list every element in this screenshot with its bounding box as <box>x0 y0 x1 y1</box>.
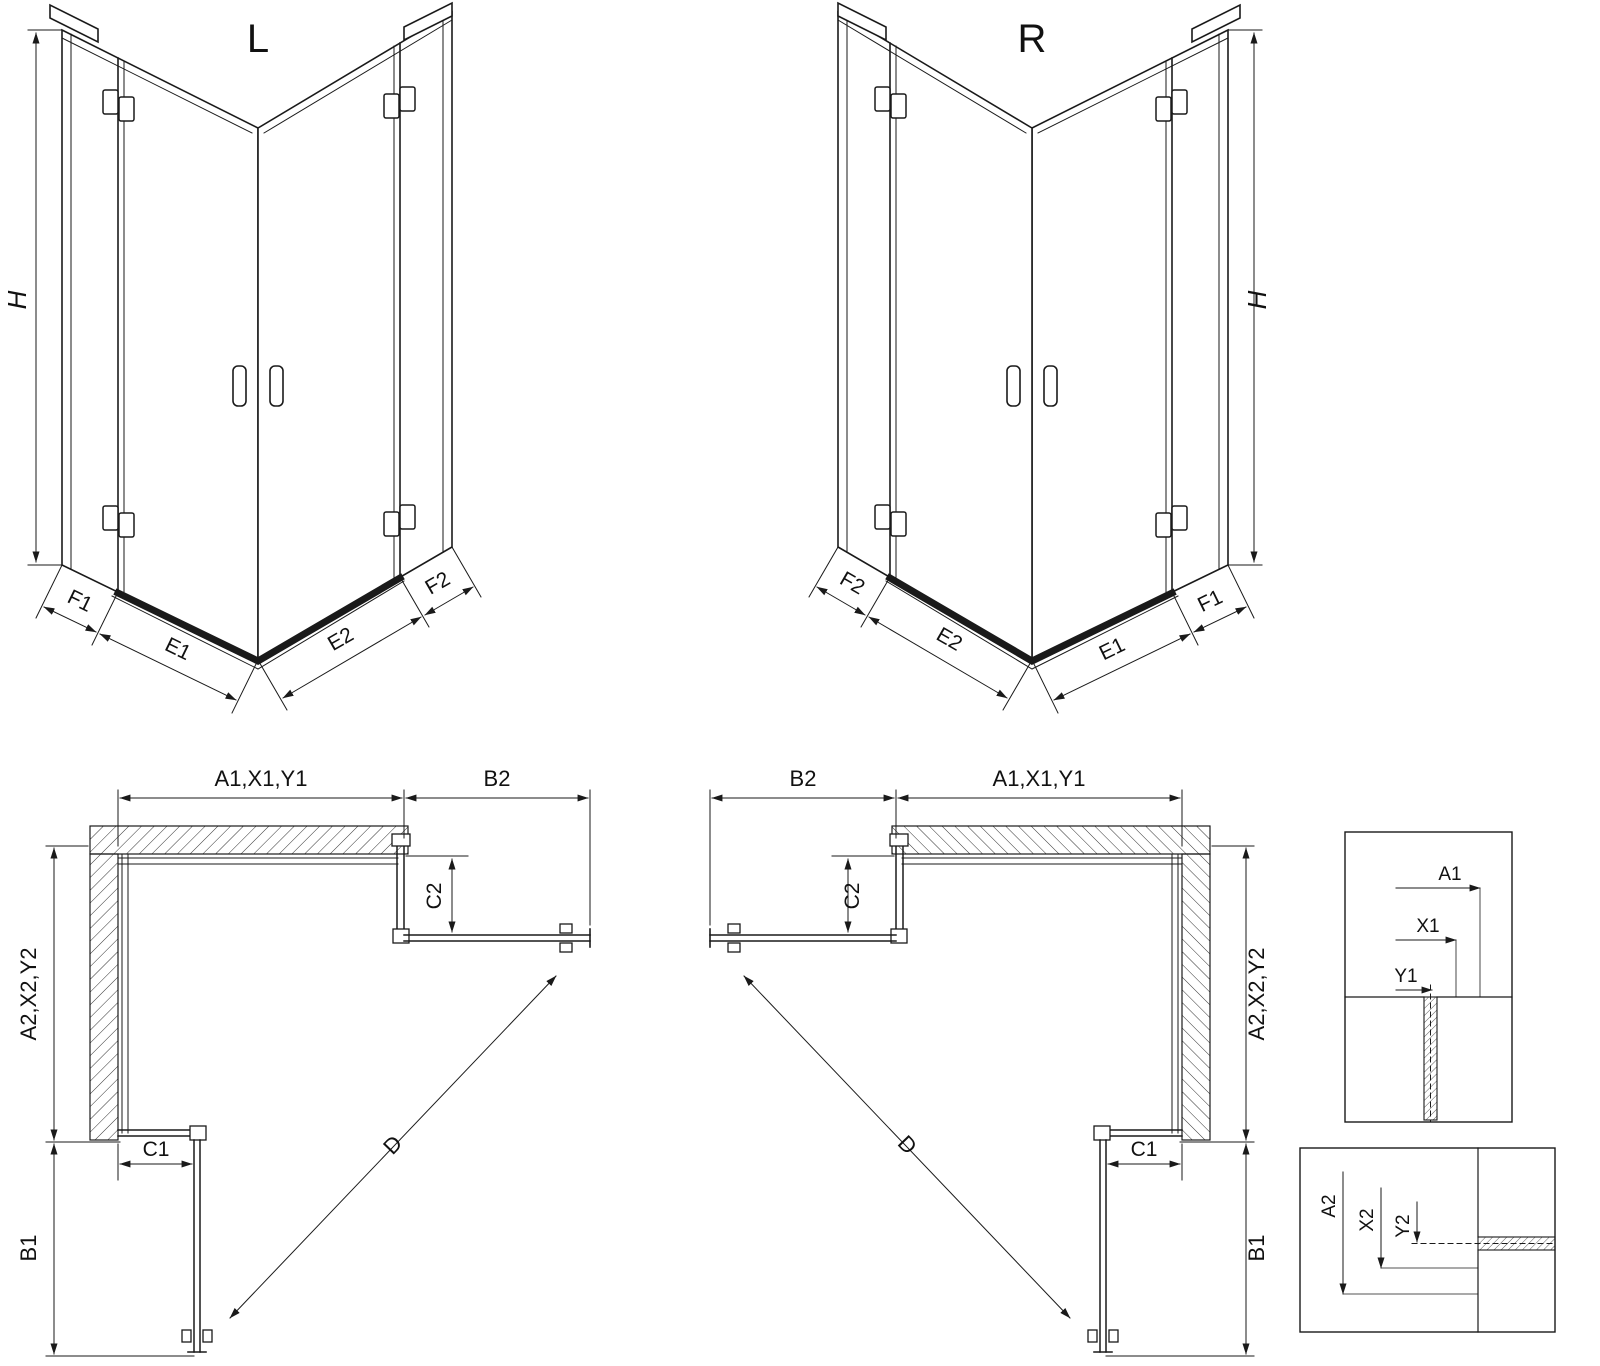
top-bracket-icons <box>49 1 453 44</box>
plan-left-dim-c2: C2 <box>423 883 446 910</box>
wall-hatching <box>89 825 409 1141</box>
iso-left-dim-f2: F2 <box>421 567 454 599</box>
iso-view-shape <box>27 1 482 714</box>
plan-right-dim-a2x2y2: A2,X2,Y2 <box>1244 948 1269 1041</box>
plan-left-dim-a1x1y1: A1,X1,Y1 <box>215 766 308 791</box>
detail-bottom-dim-y2: Y2 <box>1393 1214 1414 1237</box>
detail-top-dim-x1: X1 <box>1416 916 1439 937</box>
detail-top-dim-a1: A1 <box>1438 864 1461 885</box>
plan-left-dim-d: D <box>378 1130 407 1159</box>
plan-right-door <box>391 833 591 953</box>
iso-right-label: R <box>1018 17 1047 61</box>
plan-left-dim-b1: B1 <box>16 1235 41 1262</box>
detail-bottom-dim-a2: A2 <box>1319 1194 1340 1217</box>
detail-bottom-dim-x2: X2 <box>1357 1208 1378 1231</box>
door-handle-icons <box>232 365 284 407</box>
iso-right-dim-h: H <box>1242 290 1272 309</box>
detail-top-dim-y1: Y1 <box>1394 966 1417 987</box>
plan-right-dim-b1: B1 <box>1244 1235 1269 1262</box>
plan-left-dim-b2: B2 <box>484 766 511 791</box>
plan-left-dim-c1: C1 <box>143 1138 170 1161</box>
plan-right-dim-d: D <box>893 1130 922 1159</box>
plan-right-dim-a1x1y1: A1,X1,Y1 <box>993 766 1086 791</box>
iso-right-dim-e1: E1 <box>1096 633 1129 665</box>
plan-dimension-lines <box>45 789 591 1357</box>
iso-right-panel <box>257 10 453 662</box>
iso-left-dim-e2: E2 <box>324 623 358 656</box>
iso-right-dim-f1: F1 <box>1194 585 1226 616</box>
iso-view-shape-mirrored <box>809 3 1262 713</box>
iso-left-dim-f1: F1 <box>64 585 96 616</box>
iso-left-panel <box>61 28 259 662</box>
plan-left-dim-a2x2y2: A2,X2,Y2 <box>16 948 41 1041</box>
plan-view-shape <box>45 789 591 1357</box>
plan-right-dim-c1: C1 <box>1131 1138 1158 1161</box>
detail-view-top: A1 X1 Y1 <box>1344 831 1513 1123</box>
iso-right-dim-e2: E2 <box>932 623 966 656</box>
plan-view-shape-mirrored <box>710 790 1254 1356</box>
iso-left-label: L <box>247 17 269 61</box>
iso-left-dim-h: H <box>2 290 32 309</box>
plan-glass-panels <box>117 853 399 1134</box>
plan-right-dim-b2: B2 <box>790 766 817 791</box>
hinge-icons <box>102 86 416 538</box>
iso-dimension-lines <box>27 29 482 714</box>
plan-bottom-door <box>117 1125 213 1353</box>
detail-view-bottom: A2 X2 Y2 <box>1299 1147 1556 1333</box>
plan-right-dim-c2: C2 <box>841 883 864 910</box>
iso-left-dim-e1: E1 <box>161 633 194 665</box>
iso-right-dim-f2: F2 <box>836 567 869 599</box>
